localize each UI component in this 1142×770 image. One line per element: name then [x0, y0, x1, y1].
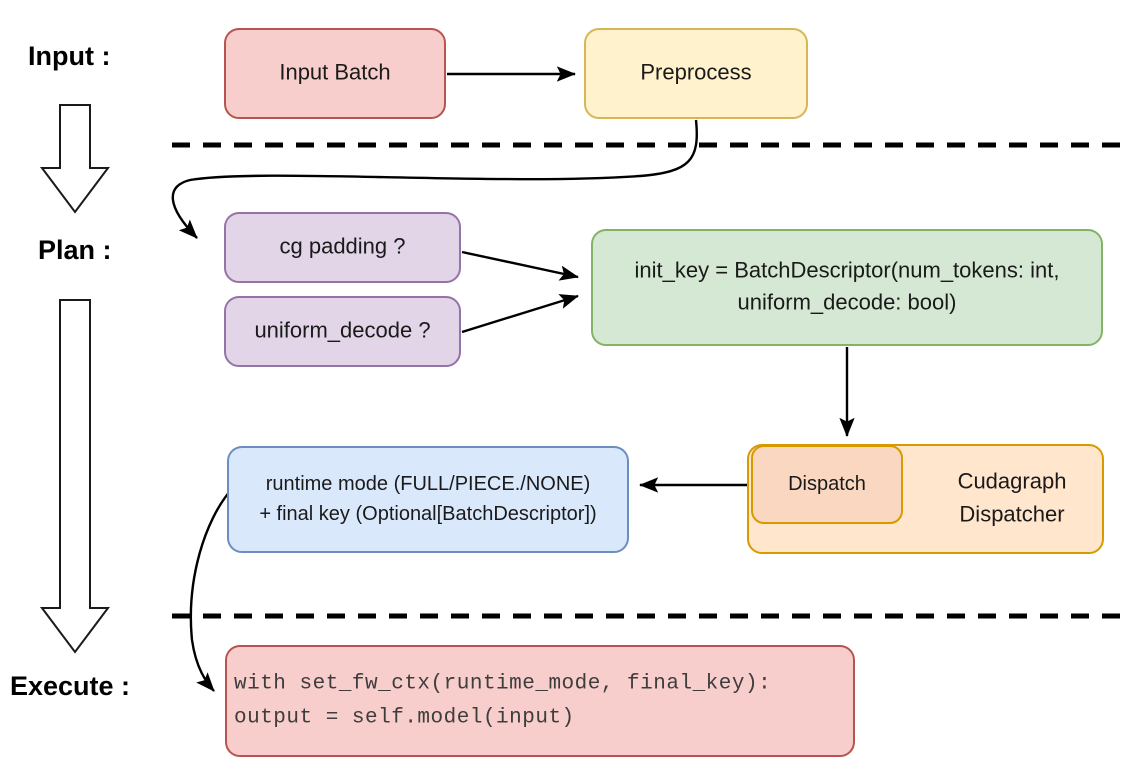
node-dispatch[interactable]: Dispatch	[751, 445, 903, 524]
node-cg-padding-label: cg padding ?	[280, 233, 406, 258]
edge-cg-padding-to-init-key	[461, 250, 579, 281]
node-dispatch-box[interactable]	[751, 445, 903, 524]
section-dividers-group	[172, 142, 1122, 619]
node-init-key-label: uniform_decode: bool)	[738, 289, 957, 314]
node-cudagraph-dispatcher-label: Dispatcher	[959, 501, 1064, 526]
node-preprocess[interactable]: Preprocess	[584, 28, 808, 119]
node-init-key[interactable]: init_key = BatchDescriptor(num_tokens: i…	[591, 229, 1103, 346]
node-init-key-label: init_key = BatchDescriptor(num_tokens: i…	[635, 257, 1060, 282]
node-execute-code-label: output = self.model(input)	[234, 707, 575, 730]
node-preprocess-label: Preprocess	[640, 59, 751, 84]
node-execute-code[interactable]: with set_fw_ctx(runtime_mode, final_key)…	[225, 645, 855, 757]
node-input-batch-box[interactable]	[224, 28, 446, 119]
edge-preprocess-to-cg-padding	[171, 119, 698, 239]
node-runtime-mode[interactable]: runtime mode (FULL/PIECE./NONE) + final k…	[227, 446, 629, 553]
node-uniform-decode-box[interactable]	[224, 296, 461, 367]
down-arrow-plan-to-execute	[40, 299, 110, 654]
stage-label-input: Input :	[28, 41, 110, 71]
node-cudagraph-dispatcher-label: Cudagraph	[958, 468, 1067, 493]
node-init-key-box[interactable]	[591, 229, 1103, 346]
stage-label-execute: Execute :	[10, 671, 130, 701]
edge-runtime-mode-to-execute-code	[189, 489, 232, 692]
edges-group	[171, 66, 855, 692]
node-runtime-mode-label: runtime mode (FULL/PIECE./NONE)	[266, 473, 591, 495]
node-cg-padding[interactable]: cg padding ?	[224, 212, 461, 283]
stage-label-plan: Plan :	[38, 235, 112, 265]
node-runtime-mode-label: + final key (Optional[BatchDescriptor])	[259, 503, 596, 525]
stage-arrows-group	[40, 104, 110, 654]
node-preprocess-box[interactable]	[584, 28, 808, 119]
down-arrow-input-to-plan	[40, 104, 110, 214]
node-uniform-decode-label: uniform_decode ?	[254, 317, 430, 342]
node-execute-code-box[interactable]	[225, 645, 855, 757]
edge-uniform-decode-to-init-key	[461, 294, 579, 334]
node-uniform-decode[interactable]: uniform_decode ?	[224, 296, 461, 367]
node-cg-padding-box[interactable]	[224, 212, 461, 283]
stage-labels-group: Input : Plan : Execute :	[10, 41, 130, 701]
node-execute-code-label: with set_fw_ctx(runtime_mode, final_key)…	[234, 673, 771, 696]
node-runtime-mode-box[interactable]	[227, 446, 629, 553]
node-input-batch-label: Input Batch	[279, 59, 390, 84]
nodes-group: Input Batch Preprocess cg padding ? uniform…	[224, 28, 1104, 757]
node-dispatch-label: Dispatch	[788, 473, 866, 495]
node-input-batch[interactable]: Input Batch	[224, 28, 446, 119]
